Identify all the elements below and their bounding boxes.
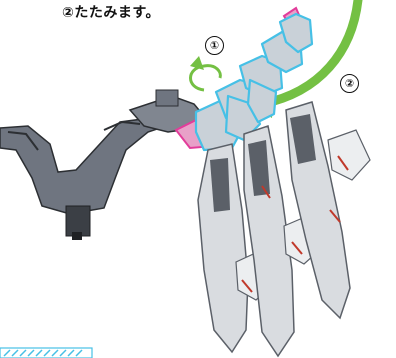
corner-stripe-decoration: [0, 347, 93, 358]
highlight-parts-cyan: [194, 12, 314, 152]
step-2-badge: ②: [340, 74, 359, 93]
rotate-arrow-icon: [189, 56, 222, 92]
step-1-badge: ①: [205, 36, 224, 55]
wing-blade-right: [285, 101, 371, 320]
mounting-frame: [0, 89, 205, 240]
instruction-caption: ②たたみます。: [62, 5, 160, 21]
